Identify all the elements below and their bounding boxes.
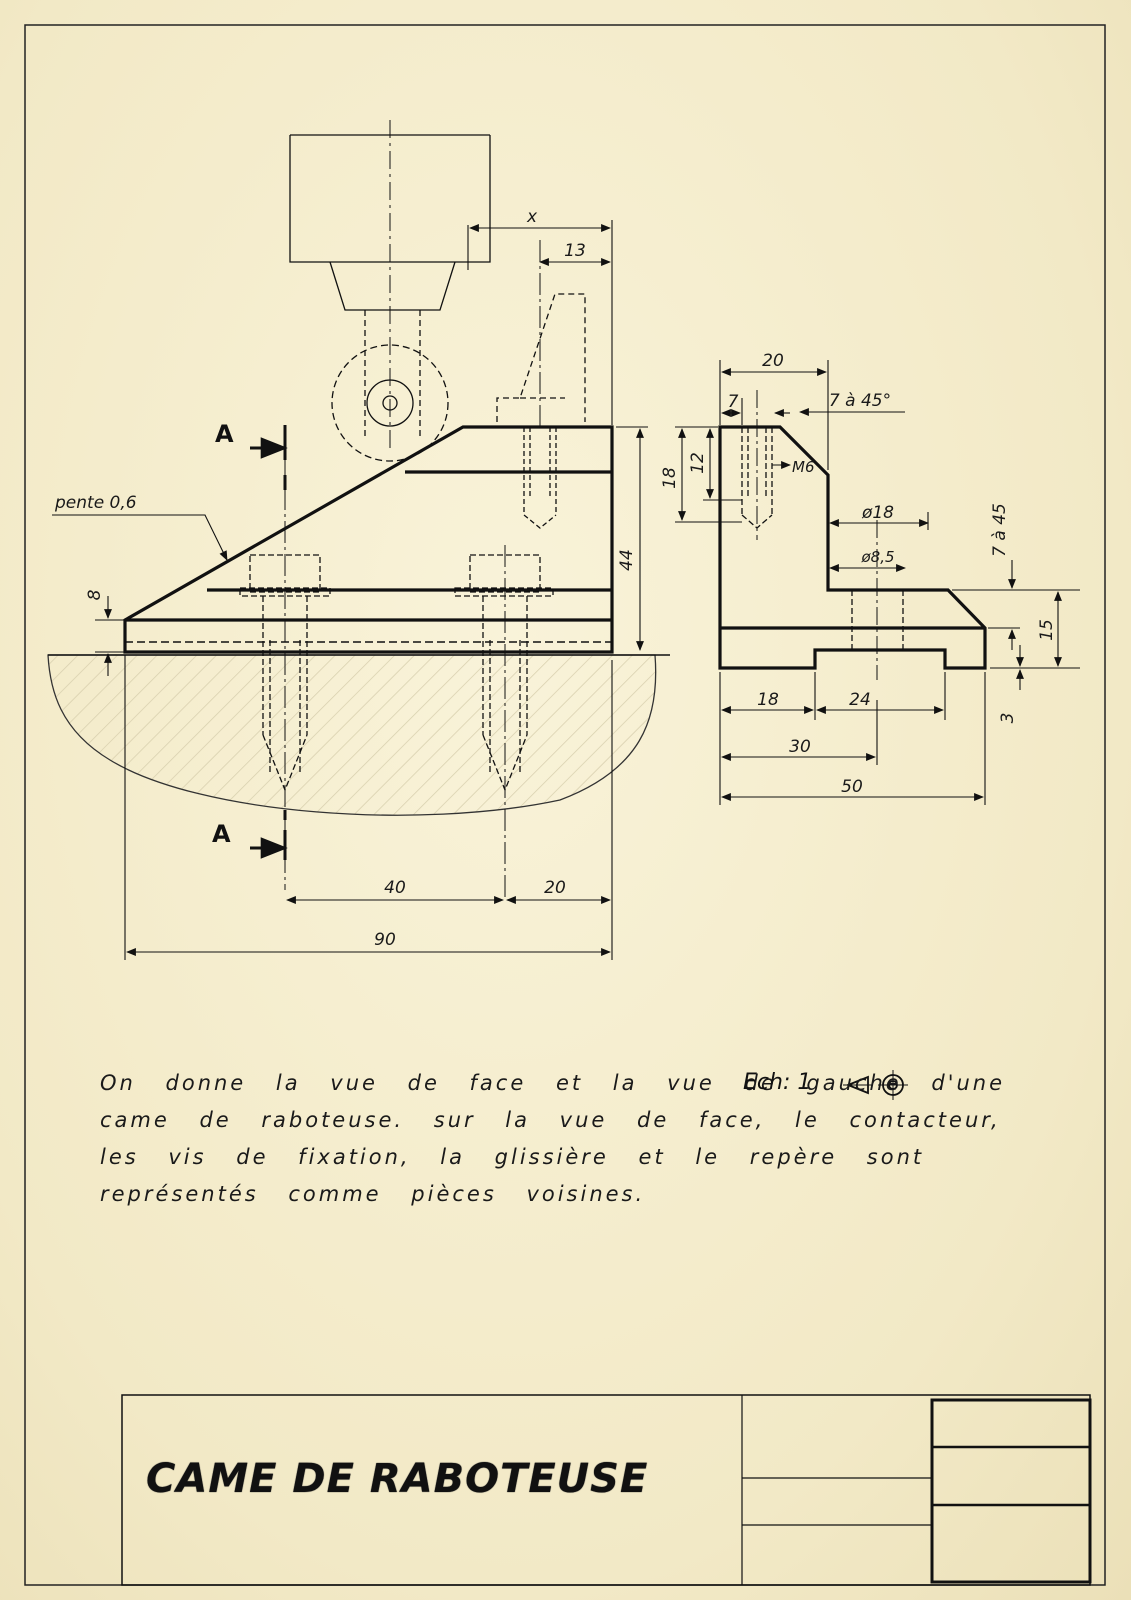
dim-90: 90 xyxy=(374,930,396,950)
dim-thread: M6 xyxy=(792,458,815,476)
dim-50-base: 50 xyxy=(841,777,863,797)
drawing-title: CAME DE RABOTEUSE xyxy=(146,1456,649,1502)
front-dimension-texts: x 13 44 8 40 20 90 pente 0,6 A A xyxy=(54,207,637,950)
section-label-bottom: A xyxy=(212,820,231,848)
marker-part xyxy=(496,293,586,422)
dim-15: 15 xyxy=(1037,619,1057,641)
left-view xyxy=(675,360,1080,805)
dim-40: 40 xyxy=(384,878,406,898)
contactor xyxy=(289,120,491,462)
cam-body xyxy=(123,425,614,654)
left-dimension-lines xyxy=(675,360,1080,805)
screw-right xyxy=(454,554,554,792)
left-dimension-texts: 20 7 7 à 45° 18 12 M6 ø18 ø8,5 7 à 45 15… xyxy=(660,351,1057,797)
dim-20-front: 20 xyxy=(544,878,566,898)
dim-3: 3 xyxy=(998,713,1018,724)
dim-24-base: 24 xyxy=(849,690,871,710)
front-view xyxy=(47,120,670,960)
slope-label: pente 0,6 xyxy=(54,493,137,513)
dim-dia85: ø8,5 xyxy=(860,548,894,566)
dim-20-top: 20 xyxy=(762,351,784,371)
dim-18-base: 18 xyxy=(757,690,779,710)
front-dimension-lines xyxy=(52,220,648,960)
section-marker-bottom xyxy=(250,810,288,860)
projection-symbol xyxy=(843,1070,908,1100)
dim-8: 8 xyxy=(85,589,105,600)
section-marker-top xyxy=(250,425,288,490)
section-label-top: A xyxy=(215,420,234,448)
left-view-hidden xyxy=(741,427,904,650)
dim-dia18: ø18 xyxy=(861,503,894,523)
top-threaded-hole xyxy=(523,427,557,529)
dim-18-side: 18 xyxy=(660,467,680,489)
scale-label: Ech: 1 xyxy=(743,1070,812,1095)
title-block xyxy=(121,1070,1092,1586)
dim-30-base: 30 xyxy=(789,737,811,757)
dim-chamfer-side: 7 à 45 xyxy=(990,503,1010,557)
dim-12-side: 12 xyxy=(688,452,708,474)
left-view-axes xyxy=(756,390,878,680)
axis-lines xyxy=(284,240,541,900)
dim-13: 13 xyxy=(564,241,586,261)
dim-44: 44 xyxy=(617,549,637,571)
problem-statement: On donne la vue de face et la vue de gau… xyxy=(100,1071,1006,1206)
dim-7-top: 7 xyxy=(728,392,739,412)
dim-chamfer-top: 7 à 45° xyxy=(829,391,891,411)
slide-rail xyxy=(47,654,657,816)
dim-x: x xyxy=(526,207,538,227)
